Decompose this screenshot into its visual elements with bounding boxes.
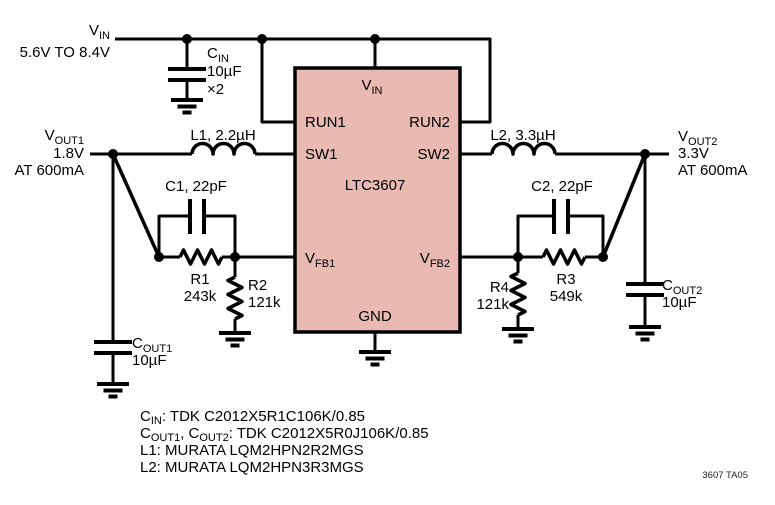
junction-fb2-right bbox=[598, 252, 608, 262]
output1-labels: VOUT1 1.8V AT 600mA bbox=[15, 127, 84, 179]
r2-value: 121k bbox=[248, 294, 281, 311]
cin-plates bbox=[168, 67, 206, 82]
vout2-voltage: 3.3V bbox=[678, 145, 709, 162]
junction-run1 bbox=[257, 34, 267, 44]
cin-name: CIN bbox=[207, 45, 229, 65]
ic-pin-sw1-label: SW1 bbox=[305, 146, 338, 163]
r1-name: R1 bbox=[190, 271, 209, 288]
ground-symbol-r4 bbox=[502, 327, 534, 344]
r2-zigzag bbox=[226, 275, 244, 321]
junction-fb1-left bbox=[154, 252, 164, 262]
capacitor-cout1: COUT1 10µF bbox=[94, 154, 172, 399]
ground-symbol-r2 bbox=[219, 331, 251, 348]
cin-value: 10µF bbox=[207, 63, 242, 80]
l2-coils bbox=[490, 141, 557, 156]
ic-part-number: LTC3607 bbox=[345, 177, 406, 194]
junction-fb2-left bbox=[513, 252, 523, 262]
ground-symbol-cout2 bbox=[629, 325, 661, 342]
r4-name: R4 bbox=[490, 279, 509, 296]
r3-name: R3 bbox=[556, 271, 575, 288]
input-supply: VIN 5.6V TO 8.4V bbox=[20, 22, 110, 61]
r1-value: 243k bbox=[184, 288, 217, 305]
note-l2: L2: MURATA LQM2HPN3R3MGS bbox=[140, 459, 364, 476]
junction-dots bbox=[108, 34, 650, 262]
ic-pin-vin-label: VIN bbox=[361, 77, 382, 97]
l1-label: L1, 2.2µH bbox=[190, 127, 255, 144]
cout2-plates bbox=[626, 282, 664, 297]
vin-label: VIN bbox=[89, 22, 110, 42]
ground-symbol-ic bbox=[359, 350, 391, 367]
ground-symbol-cout1 bbox=[97, 382, 129, 399]
l1-coils bbox=[190, 141, 257, 156]
wires bbox=[90, 37, 669, 259]
vout1-voltage: 1.8V bbox=[53, 145, 84, 162]
junction-vin-pin bbox=[370, 34, 380, 44]
ic-pin-sw2-label: SW2 bbox=[417, 146, 450, 163]
wire-run1 bbox=[260, 39, 295, 124]
vout1-label: VOUT1 bbox=[45, 127, 84, 147]
vin-range: 5.6V TO 8.4V bbox=[20, 44, 110, 61]
ground-symbol-cin bbox=[171, 98, 203, 115]
note-l1: L1: MURATA LQM2HPN2R2MGS bbox=[140, 442, 364, 459]
c2-label: C2, 22pF bbox=[531, 178, 593, 195]
wire-diagonal-out1-fb1 bbox=[111, 152, 161, 259]
cout1-value: 10µF bbox=[132, 352, 167, 369]
bom-notes: CIN: TDK C2012X5R1C106K/0.85 COUT1, COUT… bbox=[140, 408, 429, 476]
vout2-current: AT 600mA bbox=[678, 162, 747, 179]
inductor-l1: L1, 2.2µH bbox=[190, 127, 257, 156]
ic-pin-gnd-label: GND bbox=[358, 308, 392, 325]
junction-cin bbox=[182, 34, 192, 44]
r4-zigzag bbox=[509, 271, 527, 317]
ic-body bbox=[293, 66, 462, 334]
junction-fb1-right bbox=[230, 252, 240, 262]
c1-label: C1, 22pF bbox=[165, 178, 227, 195]
figure-id: 3607 TA05 bbox=[702, 470, 748, 481]
c1-plates bbox=[188, 199, 206, 234]
vout1-current: AT 600mA bbox=[15, 162, 84, 179]
r4-value: 121k bbox=[476, 296, 509, 313]
note-cout: COUT1, COUT2: TDK C2012X5R0J106K/0.85 bbox=[140, 425, 429, 444]
r3-value: 549k bbox=[550, 288, 583, 305]
ic-pin-vfb2-label: VFB2 bbox=[420, 250, 450, 270]
cout1-name: COUT1 bbox=[132, 335, 172, 355]
junction-vout2 bbox=[640, 149, 650, 159]
ic-pin-run1-label: RUN1 bbox=[305, 114, 346, 131]
c2-bracket bbox=[516, 214, 605, 257]
c2-plates bbox=[552, 199, 570, 234]
ic-ltc3607: VIN RUN1 RUN2 SW1 SW2 LTC3607 VFB1 VFB2 … bbox=[293, 66, 462, 367]
cin-multiplier: ×2 bbox=[207, 81, 224, 98]
cout2-name: COUT2 bbox=[662, 277, 702, 297]
output2-labels: VOUT2 3.3V AT 600mA bbox=[678, 128, 747, 179]
r1-zigzag bbox=[178, 248, 224, 266]
vout2-label: VOUT2 bbox=[678, 128, 717, 148]
capacitor-cin: CIN 10µF ×2 bbox=[168, 39, 242, 115]
wire-vin-rail bbox=[115, 37, 492, 124]
r3-zigzag bbox=[541, 248, 587, 266]
ic-pin-vfb1-label: VFB1 bbox=[305, 250, 335, 270]
cout2-value: 10µF bbox=[662, 294, 697, 311]
cout1-plates bbox=[94, 340, 132, 355]
wire-diagonal-out2-fb2 bbox=[601, 152, 647, 259]
feedback-network-2: C2, 22pF R3 549k R4 121k bbox=[476, 178, 605, 344]
feedback-network-1: C1, 22pF R1 243k R2 121k bbox=[157, 178, 281, 348]
ic-pin-run2-label: RUN2 bbox=[409, 114, 450, 131]
capacitor-cout2: COUT2 10µF bbox=[626, 154, 702, 342]
note-cin: CIN: TDK C2012X5R1C106K/0.85 bbox=[140, 408, 365, 427]
inductor-l2: L2, 3.3µH bbox=[490, 127, 557, 156]
c1-bracket bbox=[157, 214, 237, 257]
l2-label: L2, 3.3µH bbox=[490, 127, 555, 144]
r2-name: R2 bbox=[248, 277, 267, 294]
junction-vout1 bbox=[108, 149, 118, 159]
